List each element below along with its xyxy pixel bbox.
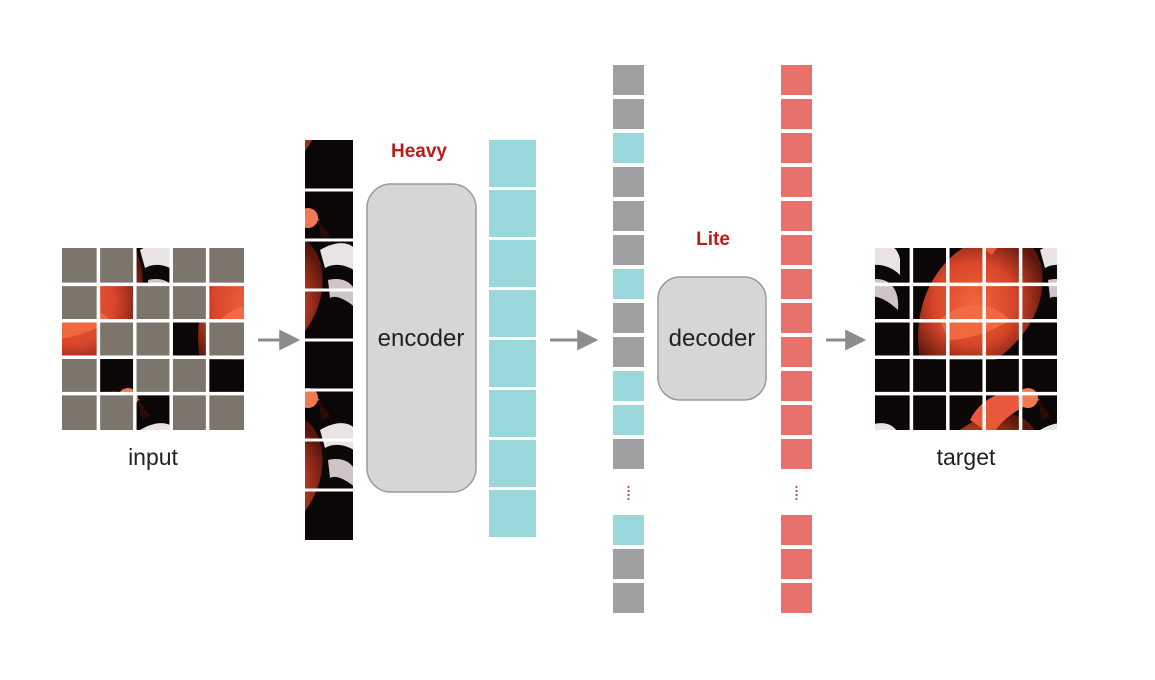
- sequence-ellipsis-dot: [627, 489, 630, 493]
- encoded-token: [489, 390, 536, 437]
- encoded-token: [489, 190, 536, 237]
- output-token-red: [781, 549, 812, 579]
- encoded-token: [489, 240, 536, 287]
- output-token-red: [781, 405, 812, 435]
- visible-patch-column: [305, 140, 353, 540]
- output-token-red: [781, 337, 812, 367]
- output-token-red: [781, 269, 812, 299]
- masked-patch: [98, 320, 135, 358]
- sequence-token-gray: [613, 337, 644, 367]
- masked-patch: [207, 320, 244, 358]
- masked-patch: [134, 357, 172, 394]
- masked-patch: [171, 357, 208, 394]
- sequence-token-gray: [613, 439, 644, 469]
- masked-patch: [207, 248, 244, 285]
- masked-patch: [207, 393, 244, 430]
- encoded-token: [489, 490, 536, 537]
- masked-patch: [98, 248, 135, 285]
- decoder-label: decoder: [669, 325, 756, 352]
- encoded-token: [489, 290, 536, 337]
- output-token-red: [781, 133, 812, 163]
- output-ellipsis-dot: [795, 489, 798, 493]
- output-token-red: [781, 583, 812, 613]
- output-token-red: [781, 515, 812, 545]
- encoder-label: encoder: [378, 325, 465, 352]
- output-token-red: [781, 371, 812, 401]
- encoder-block: encoder: [366, 183, 477, 493]
- masked-patch: [98, 393, 135, 430]
- input-masked-image-grid: [62, 248, 244, 430]
- target-image-grid: [875, 248, 1057, 430]
- output-token-red: [781, 439, 812, 469]
- output-token-red: [781, 235, 812, 265]
- output-ellipsis-dot: [795, 493, 798, 497]
- sequence-token-gray: [613, 65, 644, 95]
- output-token-red: [781, 65, 812, 95]
- sequence-token-cyan: [613, 405, 644, 435]
- decoder-block: decoder: [657, 276, 767, 401]
- sequence-ellipsis-dot: [627, 485, 630, 489]
- sequence-token-cyan: [613, 515, 644, 545]
- sequence-token-gray: [613, 583, 644, 613]
- output-token-red: [781, 201, 812, 231]
- target-label: target: [937, 444, 996, 470]
- masked-patch: [62, 357, 99, 394]
- masked-patch: [62, 393, 99, 430]
- sequence-token-gray: [613, 549, 644, 579]
- sequence-ellipsis-dot: [627, 493, 630, 497]
- sequence-token-gray: [613, 303, 644, 333]
- output-ellipsis-dot: [795, 485, 798, 489]
- masked-patch: [171, 393, 208, 430]
- heavy-label: Heavy: [391, 141, 447, 162]
- sequence-token-gray: [613, 201, 644, 231]
- sequence-token-gray: [613, 235, 644, 265]
- output-ellipsis-dot: [795, 497, 798, 501]
- encoded-token: [489, 140, 536, 187]
- output-token-red: [781, 167, 812, 197]
- input-label: input: [128, 444, 178, 470]
- masked-patch: [134, 284, 172, 321]
- sequence-token-gray: [613, 167, 644, 197]
- masked-patch: [62, 284, 99, 321]
- sequence-token-cyan: [613, 371, 644, 401]
- output-token-red: [781, 303, 812, 333]
- masked-patch: [134, 320, 172, 358]
- encoded-token: [489, 340, 536, 387]
- decoder-input-sequence: [613, 65, 644, 613]
- encoded-token-column: [489, 140, 536, 537]
- sequence-ellipsis-dot: [627, 497, 630, 501]
- sequence-token-gray: [613, 99, 644, 129]
- output-token-red: [781, 99, 812, 129]
- masked-patch: [62, 248, 99, 285]
- sequence-token-cyan: [613, 133, 644, 163]
- sequence-token-cyan: [613, 269, 644, 299]
- lite-label: Lite: [696, 229, 730, 250]
- masked-patch: [171, 284, 208, 321]
- target-image-background: [875, 248, 1057, 430]
- decoder-output-sequence: [781, 65, 812, 613]
- encoded-token: [489, 440, 536, 487]
- masked-patch: [171, 248, 208, 285]
